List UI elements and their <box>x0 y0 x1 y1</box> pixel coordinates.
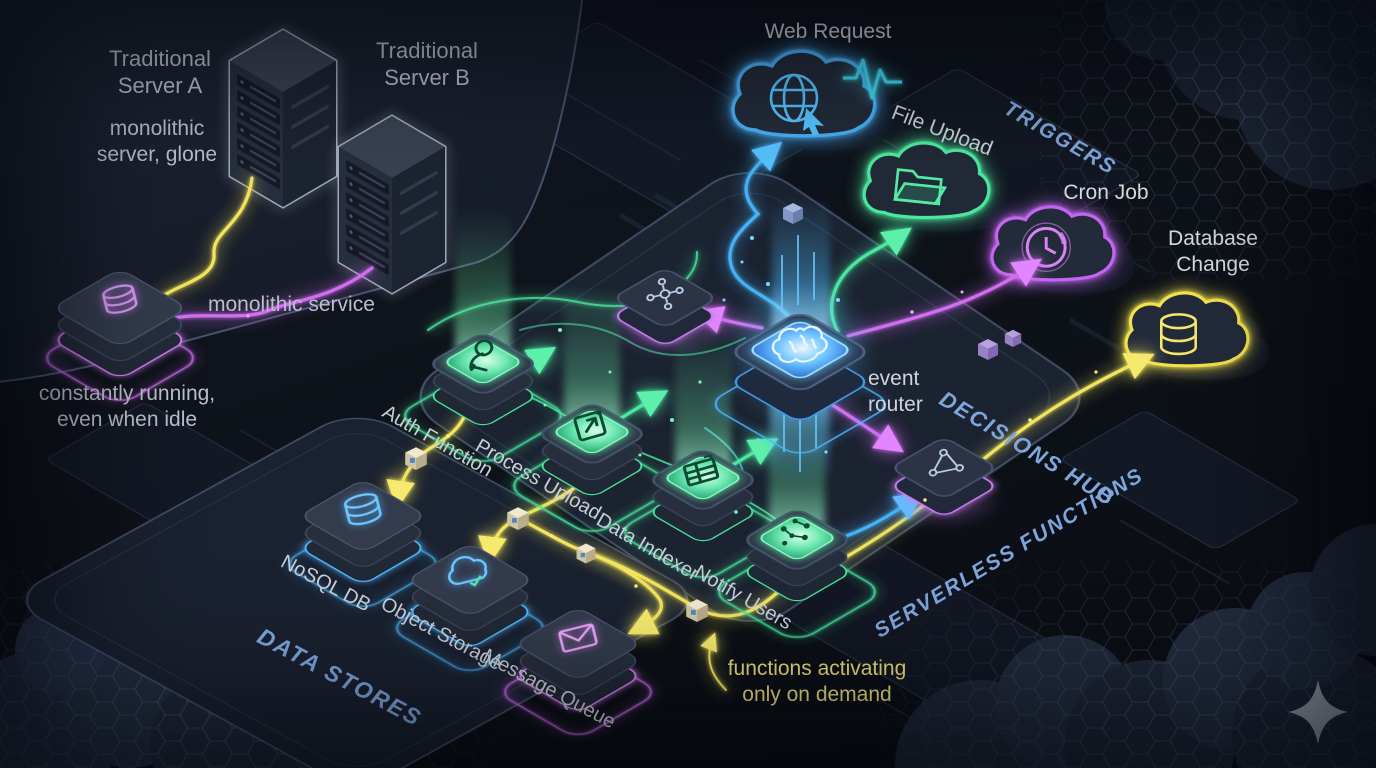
store-nosql-db <box>288 482 438 607</box>
dark-clouds-bottom-right <box>880 524 1376 768</box>
envelope-icon <box>558 623 598 653</box>
server-rack-b <box>337 114 447 295</box>
store-object-storage <box>395 546 545 671</box>
trigger-label-database-change: Database Change <box>1168 227 1258 276</box>
folder-icon <box>892 168 948 206</box>
function-tile-auth <box>404 210 562 462</box>
store-message-queue <box>503 610 653 735</box>
server-b-label: Traditional Server B <box>376 38 478 90</box>
trigger-label-web-request: Web Request <box>764 20 892 43</box>
table-grid-icon <box>682 454 720 487</box>
cable-web-request <box>728 141 792 320</box>
object-storage-cloud-icon <box>447 556 488 587</box>
trigger-cloud-database-change <box>1124 291 1269 380</box>
heartbeat-icon <box>843 58 902 100</box>
cable-database-change <box>793 353 1155 587</box>
packet-cubes <box>405 203 1022 622</box>
green-arrow-process <box>616 390 669 422</box>
sparkle-logo <box>1288 680 1348 744</box>
server-a-label: Traditional Server A <box>109 46 211 98</box>
broadcast-dots-icon <box>780 518 810 546</box>
dark-clouds-top-right <box>1040 0 1376 280</box>
cable-cron-job <box>846 258 1042 338</box>
file-arrow-icon <box>573 410 607 442</box>
cable-server-a <box>156 176 254 302</box>
yellow-to-message-queue <box>518 517 663 635</box>
cable-server-b <box>172 266 374 320</box>
database-change-icon <box>1159 313 1197 356</box>
globe-cursor-icon <box>769 73 824 136</box>
monolithic-service-label: monolithic service <box>208 293 375 316</box>
brain-icon <box>771 325 828 364</box>
network-plus-icon <box>646 278 684 310</box>
monolith-stack <box>45 271 195 401</box>
yellow-note-arrow <box>700 632 727 691</box>
trigger-label-cron-job: Cron Job <box>1063 181 1149 204</box>
event-router-label: event router <box>868 367 923 416</box>
node-tile-plus-network <box>610 270 720 356</box>
monolithic-note: monolithic server, glone <box>96 117 218 166</box>
monolith-database-icon <box>102 284 138 314</box>
function-tile-process-upload <box>513 285 671 532</box>
on-demand-note: functions activating only on demand <box>727 657 907 706</box>
trigger-cloud-cron-job <box>990 205 1135 294</box>
node-tile-triangle-network <box>886 439 1002 528</box>
idle-note: constantly running, even when idle <box>38 382 216 431</box>
network-triangle-icon <box>928 448 965 477</box>
nosql-database-icon <box>343 493 382 526</box>
event-router <box>714 195 886 483</box>
clock-icon <box>1021 222 1071 273</box>
trigger-cloud-web-request <box>731 49 896 151</box>
user-icon <box>469 339 494 372</box>
sparkles <box>246 236 1098 588</box>
trigger-cloud-file-upload <box>862 141 1010 232</box>
server-rack-a <box>228 28 338 209</box>
